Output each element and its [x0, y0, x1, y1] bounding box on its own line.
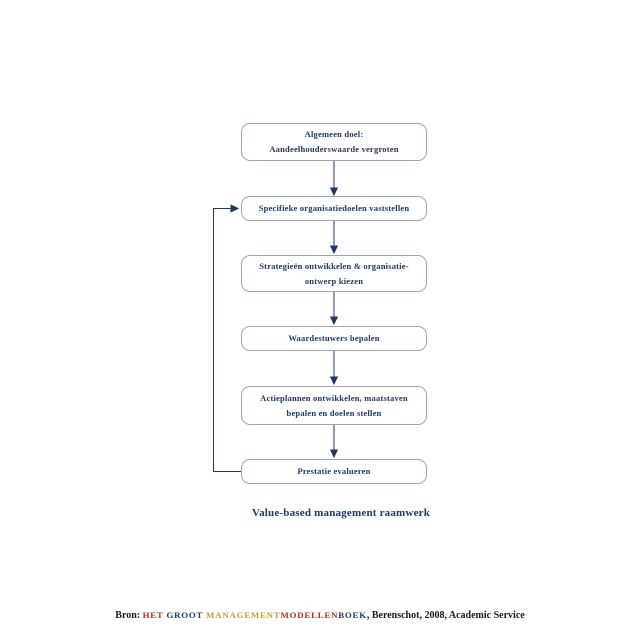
- source-segment: Bron:: [115, 610, 143, 621]
- box-text-line: Specifieke organisatiedoelen vaststellen: [258, 203, 410, 213]
- flow-arrow-down-5: [329, 425, 339, 459]
- source-segment: , Berenschot, 2008, Academic Service: [366, 610, 525, 621]
- box-text-line: Waardestuwers bepalen: [288, 333, 380, 343]
- source-segment: BOEK: [338, 610, 367, 620]
- feedback-loop-arrow: [213, 204, 241, 472]
- box-text-line: Actieplannen ontwikkelen, maatstaven: [260, 392, 408, 403]
- figure-caption: Value-based management raamwerk: [251, 507, 431, 519]
- flow-box-prestatie-evalueren: Prestatie evalueren: [241, 459, 427, 484]
- flow-box-actieplannen-ontwikkelen: Actieplannen ontwikkelen, maatstaven bep…: [241, 386, 427, 425]
- box-text-line: Prestatie evalueren: [297, 466, 371, 476]
- box-text-line: Aandeelhouderswaarde vergroten: [269, 144, 399, 154]
- flow-box-strategieen-ontwikkelen: Strategieën ontwikkelen & organisatie- o…: [241, 255, 427, 292]
- box-text-line: bepalen en doelen stellen: [286, 407, 382, 418]
- flow-box-waardestuwers-bepalen: Waardestuwers bepalen: [241, 326, 427, 351]
- source-segment: HET: [142, 610, 167, 620]
- source-segment: MANAGEMENT: [206, 610, 281, 620]
- source-line: Bron: HET GROOT MANAGEMENTMODELLENBOEK, …: [0, 610, 640, 621]
- box-text-line: ontwerp kiezen: [304, 275, 364, 286]
- flow-arrow-down-4: [329, 351, 339, 386]
- flow-arrow-down-1: [329, 161, 339, 197]
- box-text-line: Strategieën ontwikkelen & organisatie-: [259, 260, 409, 271]
- source-segment: MODELLEN: [280, 610, 339, 620]
- flow-arrow-down-3: [329, 292, 339, 326]
- flow-box-algemeen-doel: Algemeen doel: Aandeelhouderswaarde verg…: [241, 123, 427, 161]
- box-text-line: Algemeen doel:: [304, 129, 364, 139]
- flow-box-specifieke-organisatiedoelen: Specifieke organisatiedoelen vaststellen: [241, 196, 427, 221]
- source-segment: GROOT: [166, 610, 207, 620]
- flow-arrow-down-2: [329, 221, 339, 255]
